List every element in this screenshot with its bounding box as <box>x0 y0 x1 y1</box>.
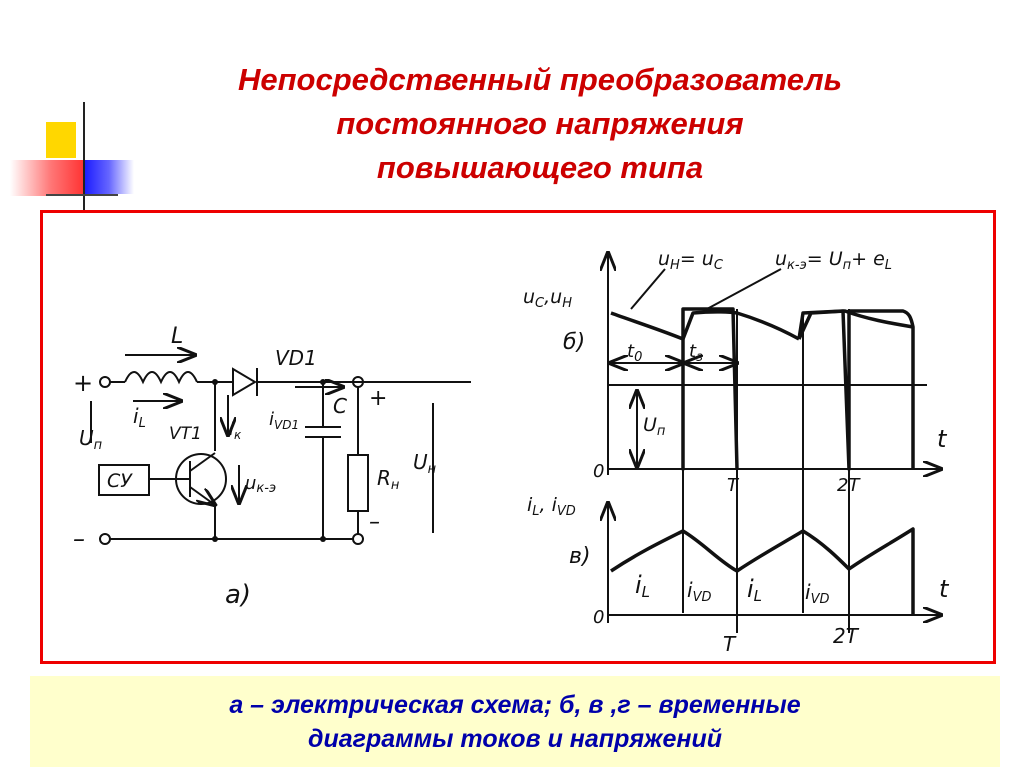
output-minus-terminal <box>352 533 364 545</box>
diagram-svg: + – L iL Uп VD1 iVD1 iк VT1 <box>73 248 950 656</box>
decor-blue-square <box>84 160 134 194</box>
inductor-current-label-1: iL <box>635 571 650 601</box>
diode-current-label-2: iVD <box>805 580 829 607</box>
title-line-1: Непосредственный преобразователь <box>237 62 843 97</box>
collector-current-label: iк <box>229 419 242 442</box>
diagram-b-voltage: uC,uН б) 0 t Uп t0 tз <box>523 248 948 633</box>
diagram-b-origin: 0 <box>593 461 604 482</box>
title-line-3: повышающего типа <box>376 150 704 185</box>
inductor-coil <box>124 371 198 385</box>
ce-voltage-label: uк-э <box>245 473 276 496</box>
diagram-b-t0-label: t0 <box>627 341 642 365</box>
title-line-2: постоянного напряжения <box>336 106 744 141</box>
input-minus-terminal <box>99 533 111 545</box>
diagram-c-label: в) <box>569 544 591 569</box>
collector-voltage-waveform-1 <box>610 307 739 471</box>
diode-current-label-1: iVD <box>687 578 711 605</box>
caption-line-1: а – электрическая схема; б, в ,г – време… <box>229 691 801 719</box>
load-voltage-waveform-2 <box>797 309 914 340</box>
slide-title: Непосредственный преобразователь постоян… <box>120 58 960 190</box>
diagram-c-t-label: t <box>939 575 950 603</box>
current-waveform <box>610 527 915 615</box>
collector-voltage-waveform-2 <box>797 309 915 471</box>
diagram-b-t-label: t <box>937 425 948 453</box>
caption-line-2: диаграммы токов и напряжений <box>307 725 723 753</box>
diagram-frame: + – L iL Uп VD1 iVD1 iк VT1 <box>40 210 996 664</box>
slide-caption: а – электрическая схема; б, в ,г – време… <box>30 676 1000 767</box>
output-minus-label: – <box>369 510 380 535</box>
load-voltage-label: Uн <box>413 450 437 477</box>
inductor-current-label-2: iL <box>747 575 762 605</box>
input-plus-terminal <box>99 376 111 388</box>
diagram-c-origin: 0 <box>593 607 604 628</box>
decor-vertical-line <box>83 102 85 210</box>
diagram-b-annotation-1: uН= uC <box>658 248 724 273</box>
circuit-schematic: + – L iL Uп VD1 iVD1 iк VT1 <box>73 324 471 610</box>
diagram-c-ylabel: iL, iVD <box>527 494 576 519</box>
diagram-b-up-label: Uп <box>643 414 666 439</box>
diagram-b-tz-label: tз <box>689 341 703 365</box>
diagram-c-2T-label: 2T <box>833 624 860 648</box>
circuit-caption-a: а) <box>225 580 251 610</box>
inductor-current-label: iL <box>133 404 146 431</box>
diagram-b-annotation-2: uк-э= Uп+ eL <box>775 248 892 273</box>
control-system-box <box>98 464 150 496</box>
diode-symbol <box>232 367 257 397</box>
supply-voltage-label: Uп <box>79 426 103 453</box>
diagram-b-label: б) <box>563 330 585 355</box>
decor-horizontal-line <box>46 194 118 196</box>
decor-red-bar <box>10 160 84 196</box>
diagram-b-T-label: T <box>727 475 740 496</box>
diode-current-label: iVD1 <box>269 409 299 432</box>
input-minus-label: – <box>73 525 85 553</box>
output-plus-label: + <box>369 386 387 411</box>
transistor-label: VT1 <box>169 424 202 444</box>
annotation-pointer-2 <box>706 268 782 310</box>
diode-label: VD1 <box>275 346 317 370</box>
decor-yellow-square <box>46 122 76 158</box>
input-plus-label: + <box>73 369 93 397</box>
diagram-b-ylabel: uC,uН <box>523 286 572 311</box>
diagram-c-T-label: T <box>723 632 737 656</box>
load-voltage-waveform-1 <box>681 310 800 341</box>
capacitor-label: C <box>333 394 347 418</box>
inductor-label: L <box>171 324 183 349</box>
annotation-pointer-1 <box>630 268 666 310</box>
diagram-b-2T-label: 2T <box>837 475 861 496</box>
control-system-label: СУ <box>107 470 133 492</box>
load-label: Rн <box>377 466 400 493</box>
load-resistor <box>347 454 369 512</box>
diagram-c-current: iL, iVD в) 0 t iL iVD iL iVD T 2T <box>527 494 950 656</box>
